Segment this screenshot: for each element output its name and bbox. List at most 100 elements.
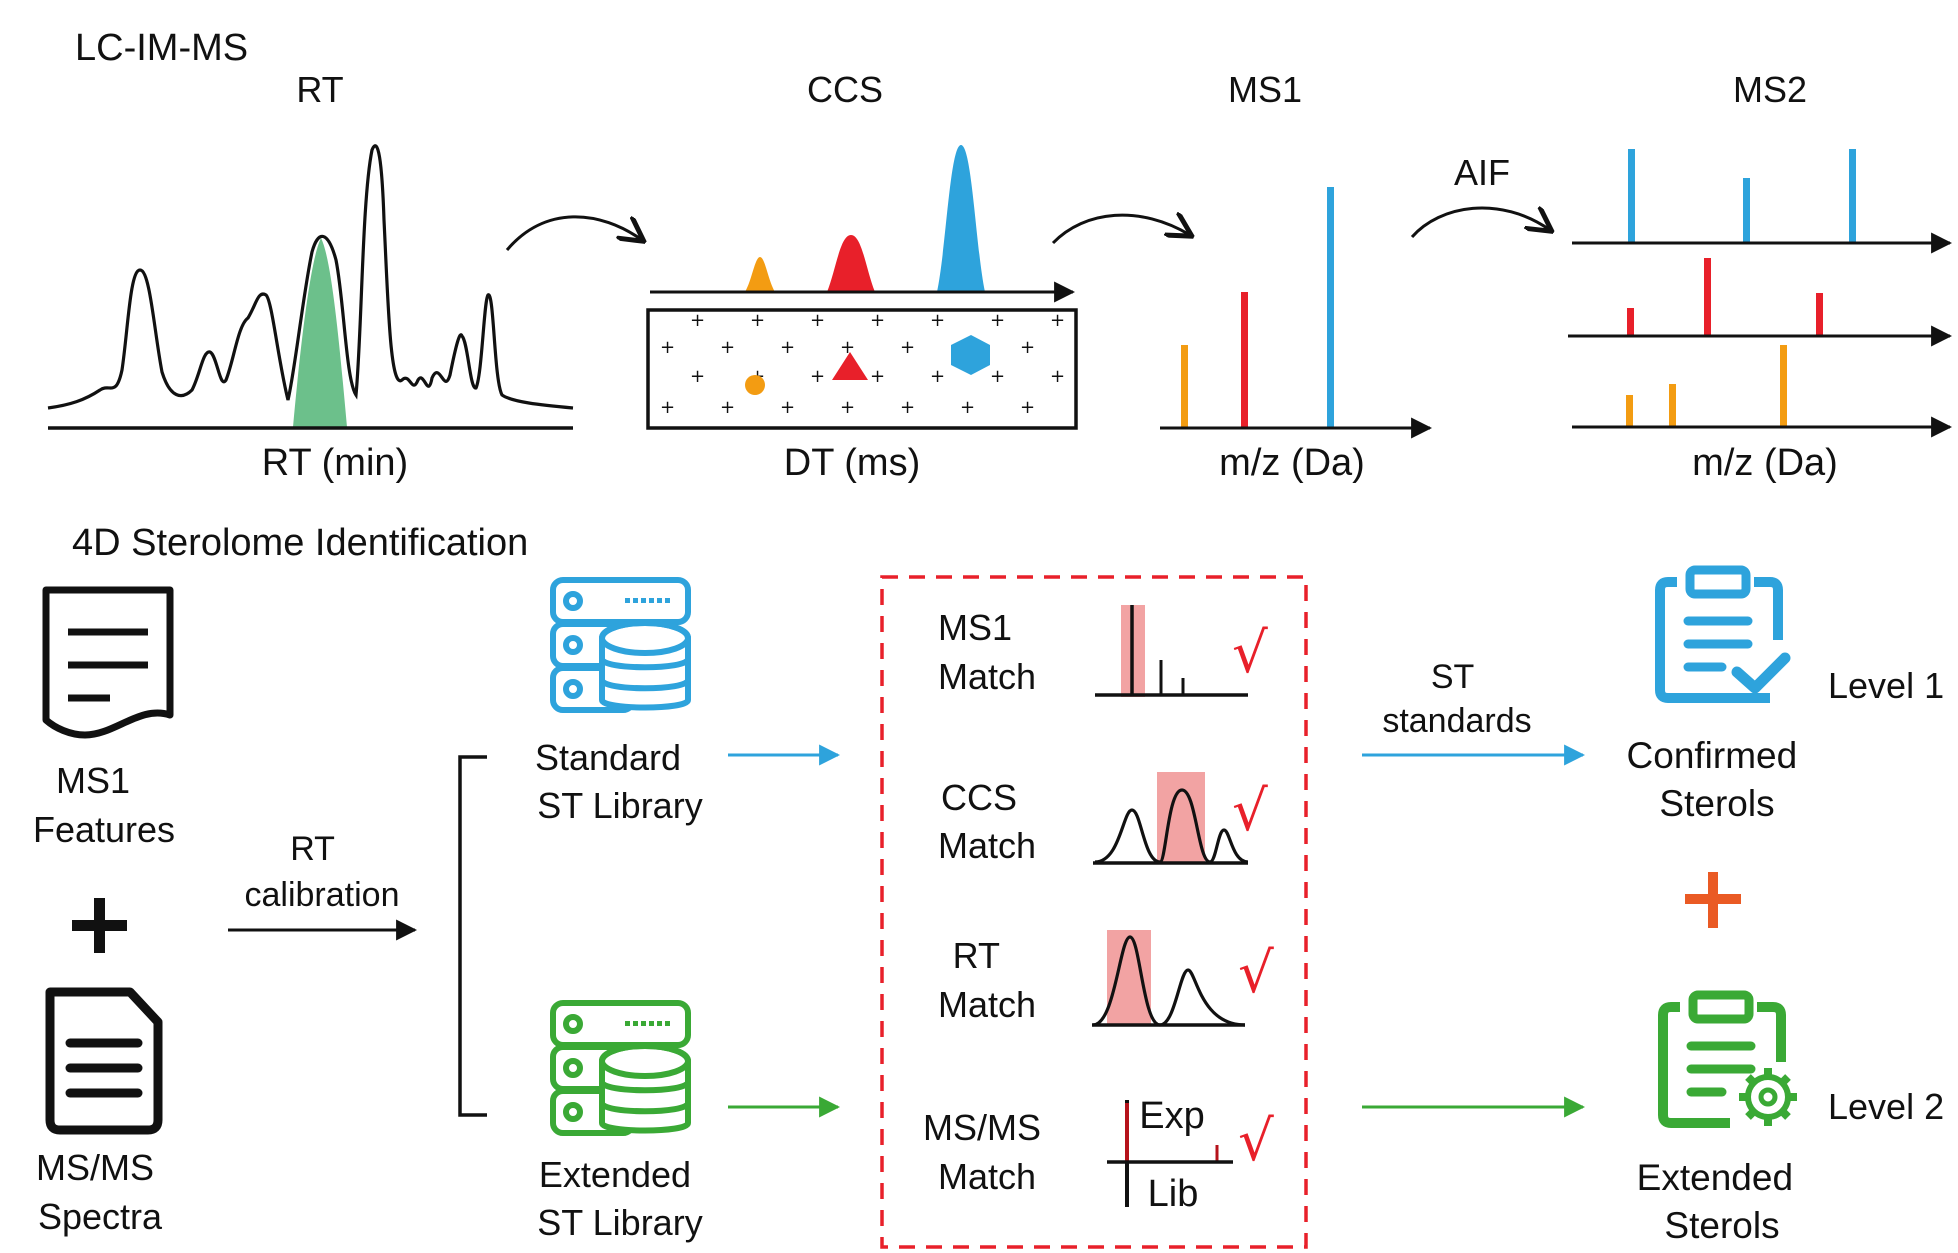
- st-standards-label: ST standards: [1382, 658, 1531, 740]
- aif-label: AIF: [1454, 152, 1510, 193]
- msms-spectra-line2: Spectra: [38, 1196, 163, 1237]
- ms2-orange-bar-2: [1669, 384, 1676, 426]
- msms-check-icon: √: [1238, 1109, 1274, 1174]
- ms2-header: MS2: [1733, 69, 1807, 110]
- aif-arrow: [1410, 208, 1550, 238]
- svg-text:+: +: [900, 337, 915, 358]
- ms1-axis-label: m/z (Da): [1219, 442, 1365, 484]
- ms1-bar-blue: [1327, 187, 1334, 428]
- library-bracket: [458, 755, 487, 1117]
- output-plus-icon: [1685, 872, 1741, 928]
- ms1-header: MS1: [1228, 69, 1302, 110]
- confirmed-sterols-line2: Sterols: [1659, 783, 1774, 824]
- svg-text:+: +: [1020, 337, 1035, 358]
- ccs-match-label: CCS Match: [938, 777, 1036, 866]
- extended-sterols-line2: Sterols: [1664, 1205, 1779, 1246]
- ion-mobility-map: [646, 308, 1078, 430]
- clipboard-check-icon: [1655, 565, 1791, 703]
- ccs-match-line2: Match: [938, 825, 1036, 866]
- svg-text:+: +: [750, 310, 765, 331]
- rt-chromatogram: [47, 144, 574, 430]
- svg-text:+: +: [930, 366, 945, 387]
- ccs-check-icon: √: [1232, 779, 1268, 844]
- extended-sterols-label: Extended Sterols: [1637, 1157, 1804, 1246]
- mobility-peak-red: [827, 235, 875, 292]
- ms1-bar-orange: [1181, 345, 1188, 428]
- svg-text:+: +: [810, 310, 825, 331]
- svg-text:+: +: [720, 337, 735, 358]
- svg-text:+: +: [780, 397, 795, 418]
- svg-text:+: +: [930, 310, 945, 331]
- mobility-grid-marks: +++++++ ++++++ +++++++ +++++++: [660, 310, 1065, 418]
- feature-dot-orange: [745, 375, 765, 395]
- confirmed-sterols-line1: Confirmed: [1627, 735, 1798, 776]
- svg-text:+: +: [720, 397, 735, 418]
- rt-check-icon: √: [1238, 941, 1274, 1006]
- feature-triangle-red: [832, 352, 868, 380]
- svg-text:+: +: [660, 397, 675, 418]
- mobility-peak-blue: [937, 145, 985, 292]
- msms-match-label: MS/MS Match: [923, 1107, 1051, 1197]
- ms1-features-line1: MS1: [56, 760, 130, 801]
- svg-text:+: +: [870, 310, 885, 331]
- svg-text:+: +: [1050, 366, 1065, 387]
- rt-calibration-line1: RT: [290, 830, 334, 868]
- confirmed-sterols-label: Confirmed Sterols: [1627, 735, 1808, 824]
- rt-calibration-label: RT calibration: [245, 830, 400, 914]
- svg-text:+: +: [870, 366, 885, 387]
- msms-spectra-line1: MS/MS: [36, 1147, 154, 1188]
- rt-header: RT: [296, 69, 343, 110]
- svg-text:+: +: [960, 397, 975, 418]
- rt-calibration-line2: calibration: [245, 876, 400, 914]
- msms-match-line1: MS/MS: [923, 1107, 1041, 1148]
- ms2-red-bar-2: [1704, 258, 1711, 335]
- ms2-blue-bar-2: [1743, 178, 1750, 242]
- ms1-match-line1: MS1: [938, 607, 1012, 648]
- msms-lib-label: Lib: [1148, 1173, 1199, 1215]
- ms1-spectrum: [1160, 187, 1433, 439]
- svg-text:+: +: [810, 366, 825, 387]
- ms1-match-line2: Match: [938, 656, 1036, 697]
- level2-label: Level 2: [1828, 1086, 1944, 1127]
- chromatogram-trace: [47, 144, 574, 410]
- st-standards-line1: ST: [1431, 658, 1474, 696]
- dt-axis-label: DT (ms): [784, 442, 921, 484]
- ms1-bar-red: [1241, 292, 1248, 428]
- svg-text:+: +: [990, 366, 1005, 387]
- database-dots-blue: [625, 598, 670, 603]
- ms2-red-bar-3: [1816, 293, 1823, 335]
- ms1-features-label: MS1 Features: [33, 760, 175, 850]
- svg-text:+: +: [660, 337, 675, 358]
- msms-match-plot: [1107, 1100, 1233, 1207]
- clipboard-gear-icon: [1658, 990, 1797, 1128]
- ms1-features-line2: Features: [33, 809, 175, 850]
- svg-text:+: +: [690, 310, 705, 331]
- gear-icon: [1739, 1068, 1797, 1126]
- rt-match-line2: Match: [938, 984, 1036, 1025]
- extended-library-label: Extended ST Library: [537, 1154, 702, 1243]
- file-icon: [45, 987, 163, 1135]
- svg-text:+: +: [1050, 310, 1065, 331]
- rt-to-ccs-arrow: [505, 215, 642, 251]
- rt-match-label: RT Match: [938, 935, 1036, 1025]
- ccs-match-line1: CCS: [941, 777, 1017, 818]
- feature-hexagon-blue: [951, 335, 990, 375]
- document-icon: [42, 586, 174, 739]
- ms1-match-label: MS1 Match: [938, 607, 1036, 697]
- svg-text:+: +: [990, 310, 1005, 331]
- rt-axis-label: RT (min): [262, 442, 408, 484]
- ms2-blue-bar-3: [1849, 149, 1856, 242]
- st-standards-line2: standards: [1382, 702, 1531, 740]
- highlighted-peak-area: [293, 238, 347, 427]
- svg-text:+: +: [840, 397, 855, 418]
- ccs-match-plot: [1093, 772, 1249, 865]
- msms-spectra-label: MS/MS Spectra: [36, 1147, 164, 1237]
- mobility-peak-orange: [745, 257, 775, 292]
- ms2-orange-bar-3: [1780, 345, 1787, 426]
- ccs-header: CCS: [807, 69, 883, 110]
- sterolome-title: 4D Sterolome Identification: [72, 522, 528, 564]
- svg-text:+: +: [900, 397, 915, 418]
- ms2-spectra: [1568, 149, 1953, 438]
- svg-text:+: +: [840, 337, 855, 358]
